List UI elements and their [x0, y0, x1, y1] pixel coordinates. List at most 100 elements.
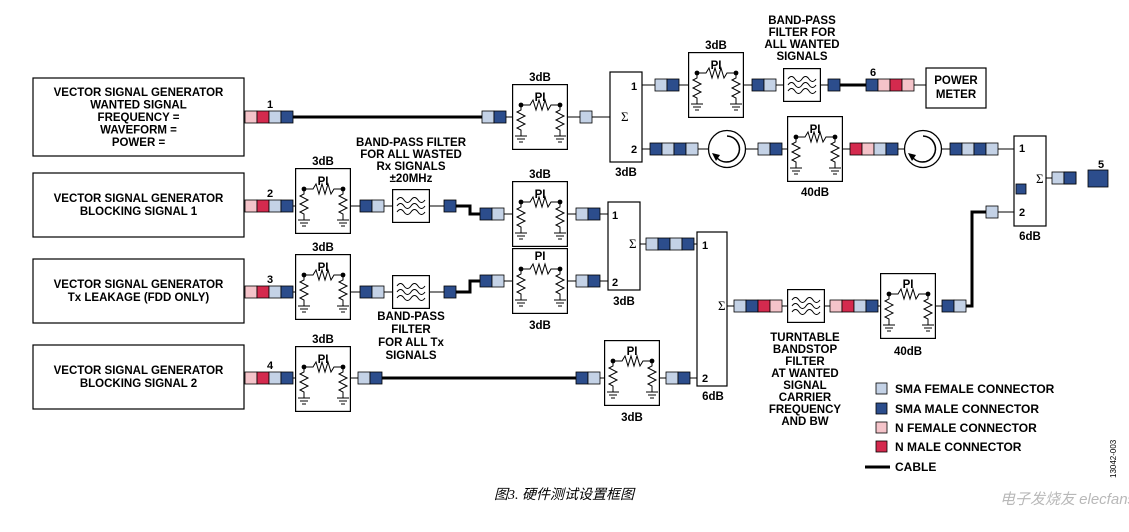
sma-female-connector: [763, 78, 777, 92]
n-male-connector: [256, 199, 270, 213]
n-male-connector: [256, 371, 270, 385]
gen-wanted-line: WANTED SIGNAL: [90, 100, 186, 112]
atten-value: 3dB: [621, 412, 643, 424]
sma-female-connector: [669, 237, 683, 251]
sigma-symbol: Σ: [1036, 171, 1044, 186]
sma-male-connector: [885, 142, 899, 156]
generator-blocking-2: VECTOR SIGNAL GENERATOR BLOCKING SIGNAL …: [32, 344, 245, 410]
port-number-2: 2: [267, 188, 273, 200]
sma-male-connector: [677, 371, 691, 385]
combiner-port-1: 1: [612, 210, 618, 222]
sma-male-connector: [359, 285, 373, 299]
atten-value: 3dB: [529, 72, 551, 84]
generator-tx-leakage: VECTOR SIGNAL GENERATOR Tx LEAKAGE (FDD …: [32, 258, 245, 324]
n-male-connector: [849, 142, 863, 156]
atten-value: 3dB: [615, 167, 637, 179]
legend-label: N FEMALE CONNECTOR: [895, 421, 1037, 435]
power-meter-line: POWER: [934, 75, 978, 87]
attenuator-blocking2-3db: PI 3dB: [295, 334, 351, 412]
pi-label: PI: [535, 251, 546, 263]
sma-male-connector: [479, 274, 493, 288]
wiring: [288, 83, 1052, 380]
sma-male-connector: [865, 299, 879, 313]
gen-blocking2-line: BLOCKING SIGNAL 2: [80, 378, 197, 390]
sma-male-connector: [359, 199, 373, 213]
legend-label: SMA FEMALE CONNECTOR: [895, 382, 1055, 396]
filter-label-line: BAND-PASS: [768, 15, 836, 27]
atten-value: 3dB: [705, 40, 727, 52]
sma-male-connector: [941, 299, 955, 313]
n-female-connector: [861, 142, 875, 156]
sma-male-connector: [751, 78, 765, 92]
attenuator-blocking1-combiner-3db: PI 3dB: [512, 169, 568, 247]
sma-male-connector: [973, 142, 987, 156]
filter-label-line: BAND-PASS: [377, 311, 445, 323]
sma-male-connector: [443, 285, 457, 299]
n-female-connector: [244, 199, 258, 213]
n-female-connector: [829, 299, 843, 313]
gen-txleak-line: Tx LEAKAGE (FDD ONLY): [68, 292, 210, 304]
port-number-5: 5: [1098, 159, 1104, 171]
gen-blocking1-line: VECTOR SIGNAL GENERATOR: [54, 193, 224, 205]
atten-value: 3dB: [312, 156, 334, 168]
connector-group: [244, 78, 1109, 385]
sma-male-connector: [745, 299, 759, 313]
n-male-connector: [841, 299, 855, 313]
sma-female-connector: [579, 110, 593, 124]
sma-male-connector: [673, 142, 687, 156]
sma-female-connector: [481, 110, 495, 124]
legend-label: SMA MALE CONNECTOR: [895, 402, 1039, 416]
combiner-port-2: 2: [702, 373, 708, 385]
atten-value: 3dB: [312, 334, 334, 346]
filter-label-line: FILTER: [391, 324, 431, 336]
sma-female-connector: [357, 371, 371, 385]
sma-male-connector: [587, 207, 601, 221]
sma-male-connector: [657, 237, 671, 251]
sma-male-connector: [666, 78, 680, 92]
n-male-connector: [256, 285, 270, 299]
pi-label: PI: [627, 346, 638, 358]
sma-female-connector: [757, 142, 771, 156]
sma-female-connector: [853, 299, 867, 313]
atten-value: 3dB: [529, 320, 551, 332]
sma-female-connector: [268, 285, 282, 299]
filter-label-line: SIGNALS: [385, 350, 436, 362]
watermark: 电子发烧友 elecfans.com: [1000, 491, 1129, 508]
legend-label: N MALE CONNECTOR: [895, 440, 1022, 454]
filter-label-line: FILTER: [785, 356, 825, 368]
pi-label: PI: [535, 92, 546, 104]
atten-value: 40dB: [801, 187, 829, 199]
n-female-connector: [244, 285, 258, 299]
sma-male-connector: [369, 371, 383, 385]
sma-male-connector: [280, 199, 294, 213]
bandpass-filter-rx: BAND-PASS FILTER FOR ALL WASTED Rx SIGNA…: [356, 137, 467, 223]
pi-label: PI: [318, 354, 329, 366]
attenuator-40db-lower: PI 40dB: [880, 273, 936, 358]
legend-label: CABLE: [895, 460, 936, 474]
sma-male-connector: [587, 274, 601, 288]
pi-label: PI: [318, 176, 329, 188]
combiner-b: Σ 1 2 6dB: [696, 231, 728, 403]
gen-wanted-line: FREQUENCY =: [98, 112, 180, 124]
figure-caption: 图3. 硬件测试设置框图: [494, 487, 636, 503]
pi-label: PI: [535, 189, 546, 201]
sma-female-connector: [575, 207, 589, 221]
sma-female-connector: [575, 274, 589, 288]
document-id: 13042-003: [1109, 439, 1118, 478]
filter-label-line: AND BW: [781, 416, 828, 428]
sma-male-connector: [575, 371, 589, 385]
filter-label-line: BAND-PASS FILTER: [356, 137, 467, 149]
legend-swatch-sma-male: [875, 402, 888, 415]
sigma-symbol: Σ: [718, 298, 726, 313]
attenuator-blocking2-combiner-3db: PI 3dB: [604, 340, 660, 424]
gen-wanted-line: WAVEFORM =: [100, 125, 177, 137]
bandpass-filter-wanted: BAND-PASS FILTER FOR ALL WANTED SIGNALS: [764, 15, 840, 102]
sma-female-connector: [491, 207, 505, 221]
sma-female-connector: [665, 371, 679, 385]
gen-blocking1-line: BLOCKING SIGNAL 1: [80, 206, 198, 218]
atten-value: 6dB: [702, 391, 724, 403]
sma-female-connector: [268, 199, 282, 213]
splitter-port-1: 1: [631, 81, 637, 93]
pi-label: PI: [711, 60, 722, 72]
